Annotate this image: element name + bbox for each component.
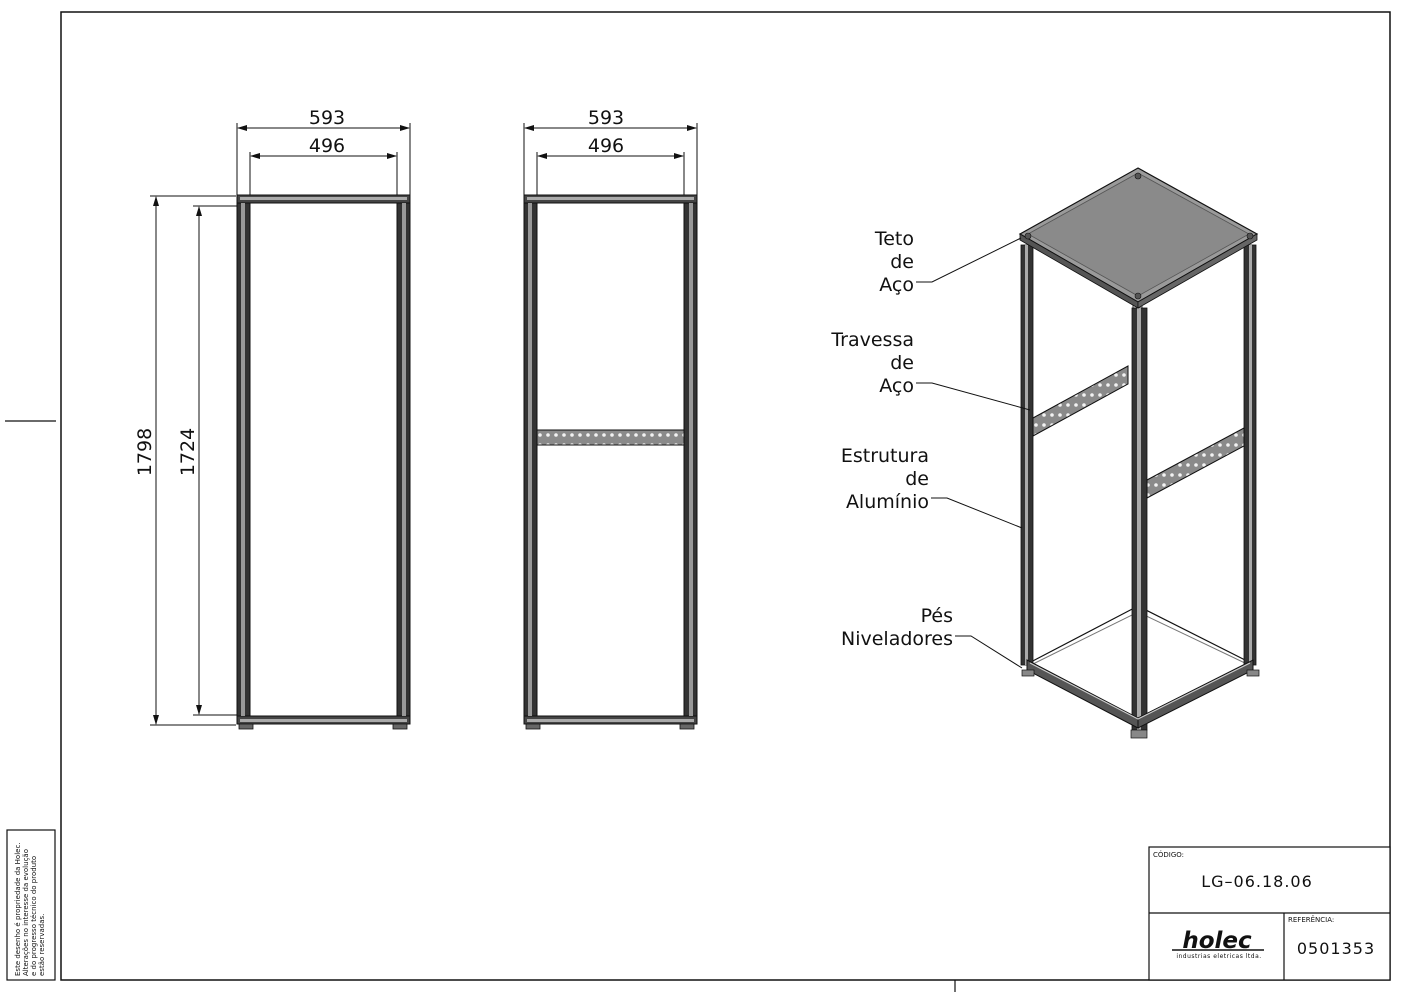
isometric-view: Teto de Aço Travessa de Aço Estrutura de…	[830, 167, 1260, 739]
callout-frame-line: de	[905, 468, 929, 490]
callout-frame-line: Estrutura	[841, 445, 929, 467]
dim-front-height-inner: 1724	[177, 428, 199, 476]
callout-crossbar-line: de	[890, 352, 914, 374]
title-block: CÓDIGO: LG–06.18.06 REFERÊNCIA: 0501353 …	[1148, 846, 1391, 981]
dim-side-width-inner: 496	[588, 135, 624, 157]
drawing-border	[60, 11, 1391, 981]
reference-label: REFERÊNCIA:	[1288, 915, 1334, 924]
code-value: LG–06.18.06	[1201, 872, 1313, 891]
callout-roof-line: Aço	[879, 274, 914, 296]
callout-frame-line: Alumínio	[846, 491, 929, 513]
front-view: 593 496 1798 1724	[134, 107, 411, 730]
callout-roof-line: Teto	[874, 228, 914, 250]
margin-note-line: estão reservadas.	[38, 914, 46, 976]
callout-roof-line: de	[890, 251, 914, 273]
callout-feet-line: Niveladores	[841, 628, 953, 650]
margin-note-line: e do progresso técnico do produto	[30, 856, 38, 976]
margin-note-line: Este desenho é propriedade da Holec.	[14, 842, 22, 976]
margin-note: Este desenho é propriedade da Holec. Alt…	[6, 829, 56, 981]
code-label: CÓDIGO:	[1153, 850, 1184, 859]
dim-front-width-outer: 593	[309, 107, 345, 129]
brand-subtitle: industrias eletricas ltda.	[1176, 953, 1261, 960]
side-crossbar	[536, 429, 685, 446]
dim-side-width-outer: 593	[588, 107, 624, 129]
side-view: 593 496	[523, 107, 698, 730]
callout-crossbar-line: Travessa	[830, 329, 914, 351]
reference-value: 0501353	[1297, 939, 1375, 958]
margin-note-line: Alterações no interesse da evolução	[22, 849, 30, 976]
dim-front-height-outer: 1798	[134, 428, 156, 476]
dim-front-width-inner: 496	[309, 135, 345, 157]
callout-feet-line: Pés	[921, 605, 953, 627]
callout-crossbar-line: Aço	[879, 375, 914, 397]
